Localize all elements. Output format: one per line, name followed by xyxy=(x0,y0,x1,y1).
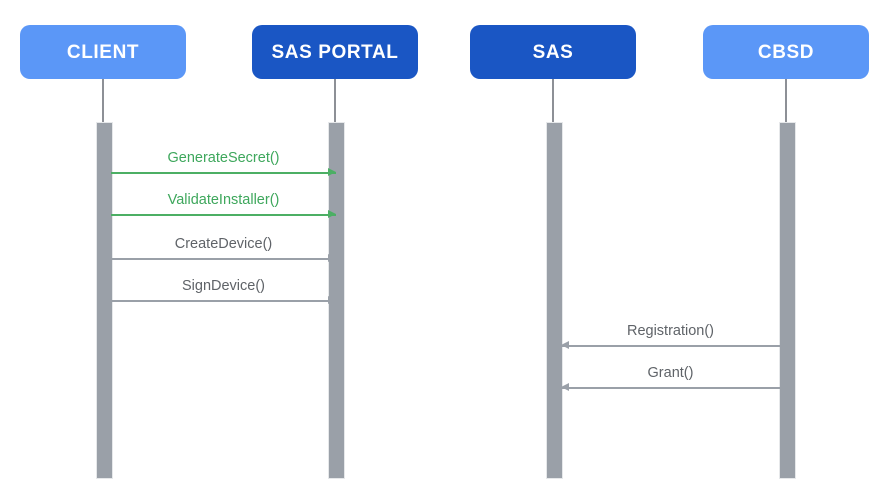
message-label-createdevice: CreateDevice() xyxy=(174,236,273,252)
participant-box-cbsd[interactable]: CBSD xyxy=(703,25,869,79)
arrowhead-signdevice xyxy=(328,296,336,305)
message-line-createdevice xyxy=(111,258,336,260)
message-line-generatesecret xyxy=(111,172,336,174)
lifeline-client xyxy=(102,79,104,122)
message-label-generatesecret: GenerateSecret() xyxy=(167,150,280,166)
message-label-registration: Registration() xyxy=(626,323,715,339)
participant-label-cbsd: CBSD xyxy=(757,41,815,63)
participant-label-sas-portal: SAS PORTAL xyxy=(271,41,399,63)
participant-box-sas-portal[interactable]: SAS PORTAL xyxy=(252,25,418,79)
arrowhead-validateinstaller xyxy=(328,210,336,219)
message-label-signdevice: SignDevice() xyxy=(182,278,265,294)
arrowhead-registration xyxy=(561,341,569,350)
participant-label-client: CLIENT xyxy=(66,41,140,63)
participant-label-sas: SAS xyxy=(532,41,574,63)
message-label-grant: Grant() xyxy=(647,365,694,381)
message-line-signdevice xyxy=(111,300,336,302)
lifeline-cbsd xyxy=(785,79,787,122)
message-label-validateinstaller: ValidateInstaller() xyxy=(167,192,280,208)
message-line-validateinstaller xyxy=(111,214,336,216)
activation-bar-cbsd xyxy=(779,122,796,479)
lifeline-sas-portal xyxy=(334,79,336,122)
lifeline-sas xyxy=(552,79,554,122)
message-line-grant xyxy=(561,387,780,389)
message-line-registration xyxy=(561,345,780,347)
arrowhead-grant xyxy=(561,383,569,392)
participant-box-sas[interactable]: SAS xyxy=(470,25,636,79)
participant-box-client[interactable]: CLIENT xyxy=(20,25,186,79)
arrowhead-generatesecret xyxy=(328,168,336,177)
activation-bar-sas xyxy=(546,122,563,479)
arrowhead-createdevice xyxy=(328,254,336,263)
